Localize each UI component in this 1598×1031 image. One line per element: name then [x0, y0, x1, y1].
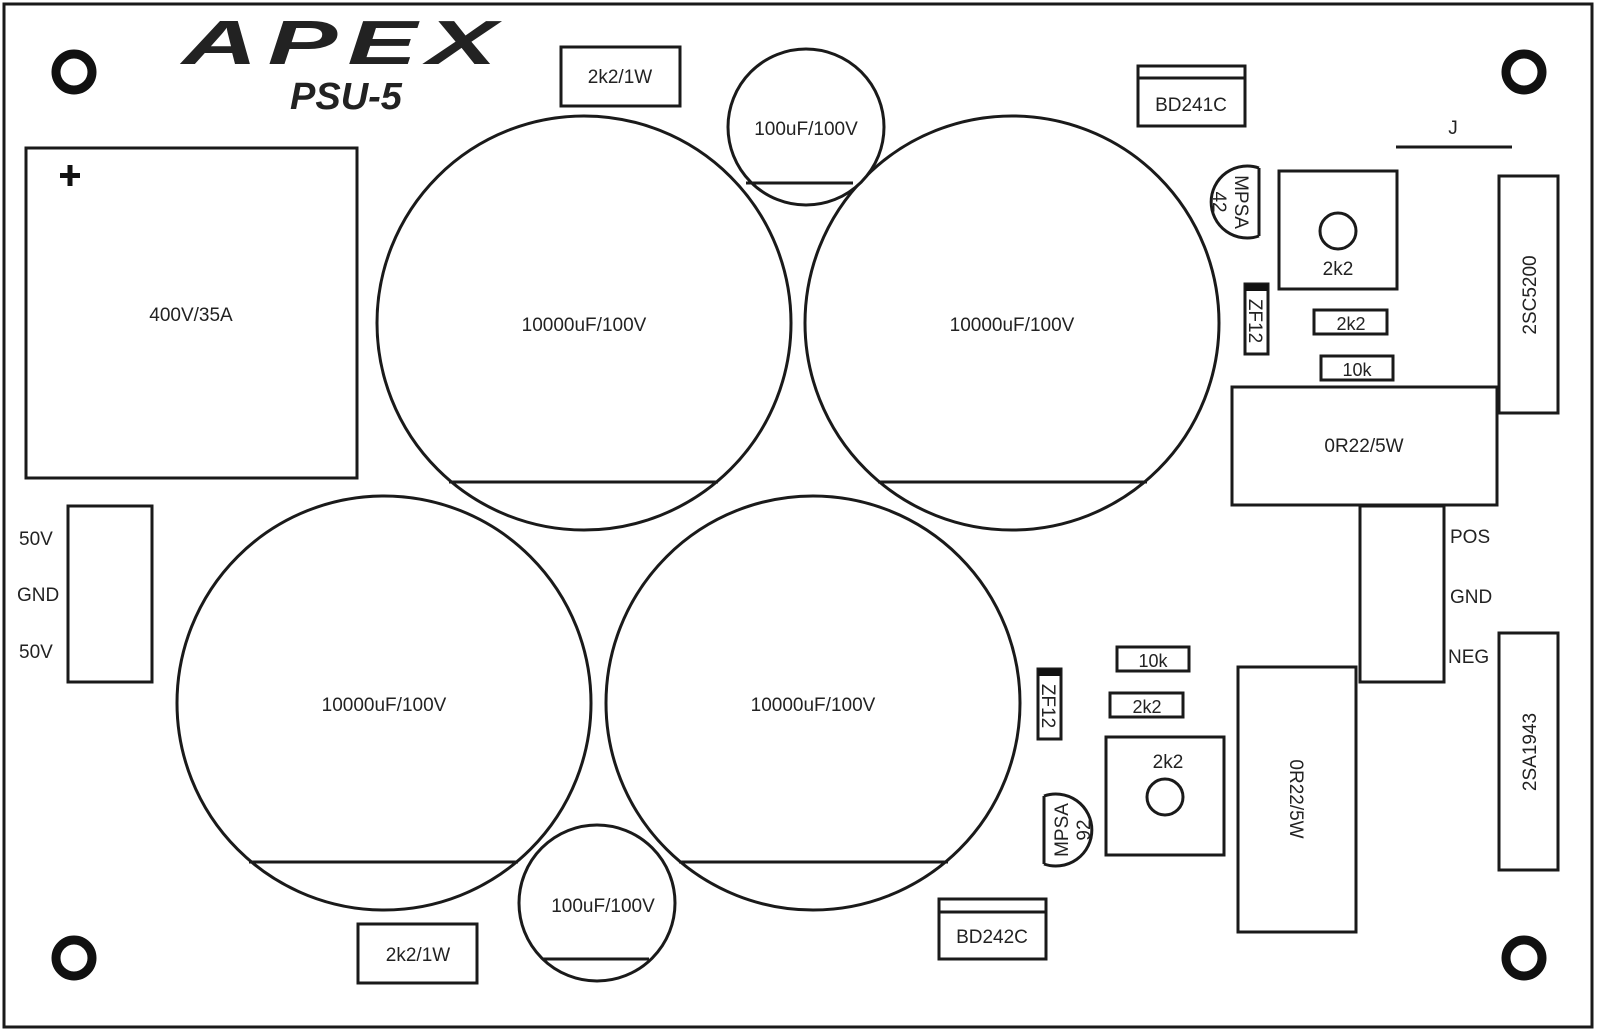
bridge-rectifier: 400V/35A [24, 146, 359, 480]
mounting-hole-bottom-right [1501, 935, 1547, 981]
driver-transistor-bd242c: BD242C [937, 897, 1048, 961]
resistor-1w-top: 2k2/1W [559, 45, 682, 108]
resistor-10k-bottom-label: 10k [1138, 651, 1168, 671]
driver-transistor-bd241c: BD241C [1136, 64, 1247, 128]
power-transistor-2sc5200: 2SC5200 [1497, 174, 1560, 415]
jumper: J [1396, 118, 1512, 149]
jumper-label: J [1448, 118, 1458, 139]
driver-bd241c-label: BD241C [1155, 95, 1227, 116]
input-pin-3: 50V [19, 642, 53, 663]
power-transistor-2sa1943-label: 2SA1943 [1520, 713, 1541, 791]
output-pin-3: NEG [1448, 647, 1489, 668]
big-capacitor-2-label: 10000uF/100V [950, 315, 1075, 336]
mpsa92-line2: 92 [1074, 819, 1095, 840]
resistor-10k-bottom: 10k [1115, 645, 1191, 673]
small-capacitor-bottom-label: 100uF/100V [551, 896, 655, 917]
bridge-label: 400V/35A [149, 305, 233, 326]
output-connector: POS GND NEG [1358, 504, 1492, 684]
input-pin-2: GND [17, 585, 59, 606]
brand-logo: APEX [179, 9, 507, 78]
resistor-1w-bottom-label: 2k2/1W [386, 945, 450, 966]
small-capacitor-top-label: 100uF/100V [754, 119, 858, 140]
big-capacitor-3-label: 10000uF/100V [322, 695, 447, 716]
brand-text: APEX [179, 9, 507, 78]
power-resistor-top-label: 0R22/5W [1324, 436, 1403, 457]
resistor-2k2-bottom: 2k2 [1108, 691, 1185, 719]
resistor-10k-top-label: 10k [1342, 360, 1372, 380]
power-transistor-2sa1943: 2SA1943 [1497, 631, 1560, 872]
power-transistor-2sc5200-label: 2SC5200 [1520, 255, 1541, 334]
resistor-1w-top-label: 2k2/1W [588, 67, 652, 88]
resistor-1w-bottom: 2k2/1W [356, 922, 479, 985]
power-resistor-bottom-label: 0R22/5W [1285, 759, 1306, 838]
driver-bd242c-label: BD242C [956, 927, 1028, 948]
big-capacitor-1-label: 10000uF/100V [522, 315, 647, 336]
mounting-hole-bottom-left [51, 935, 97, 981]
model-title: PSU-5 [290, 76, 403, 118]
big-capacitor-2: 10000uF/100V [803, 114, 1221, 532]
output-pin-2: GND [1450, 587, 1492, 608]
big-capacitor-4: 10000uF/100V [604, 494, 1022, 912]
zener-diode-bottom: ZF12 [1036, 667, 1063, 741]
big-capacitor-4-label: 10000uF/100V [751, 695, 876, 716]
resistor-2k2-bottom-label: 2k2 [1132, 697, 1161, 717]
big-capacitor-1: 10000uF/100V [375, 114, 793, 532]
small-transistor-mpsa92: MPSA 92 [1042, 792, 1095, 868]
resistor-10k-top: 10k [1319, 354, 1395, 382]
small-capacitor-top: 100uF/100V [726, 47, 886, 207]
power-resistor-top: 0R22/5W [1230, 385, 1499, 507]
resistor-2k2-top: 2k2 [1312, 308, 1389, 336]
small-capacitor-bottom: 100uF/100V [517, 823, 677, 983]
trimmer-bottom-label: 2k2 [1153, 752, 1184, 773]
zener-top-label: ZF12 [1244, 299, 1265, 343]
output-pin-1: POS [1450, 527, 1490, 548]
mounting-hole-top-right [1501, 49, 1547, 95]
input-pin-1: 50V [19, 529, 53, 550]
mounting-hole-top-left [51, 49, 97, 95]
zener-bottom-label: ZF12 [1037, 684, 1058, 728]
input-connector: 50V GND 50V [17, 504, 154, 684]
big-capacitor-3: 10000uF/100V [175, 494, 593, 912]
small-transistor-mpsa42: MPSA 42 [1208, 164, 1261, 240]
power-resistor-bottom: 0R22/5W [1236, 665, 1358, 934]
trimmer-bottom: 2k2 [1104, 735, 1226, 857]
resistor-2k2-top-label: 2k2 [1336, 314, 1365, 334]
mpsa42-line2: 42 [1208, 191, 1229, 212]
trimmer-top-label: 2k2 [1323, 259, 1354, 280]
mpsa92-line1: MPSA [1052, 803, 1073, 857]
zener-diode-top: ZF12 [1243, 282, 1270, 356]
mpsa42-line1: MPSA [1230, 175, 1251, 229]
trimmer-top: 2k2 [1277, 169, 1399, 291]
